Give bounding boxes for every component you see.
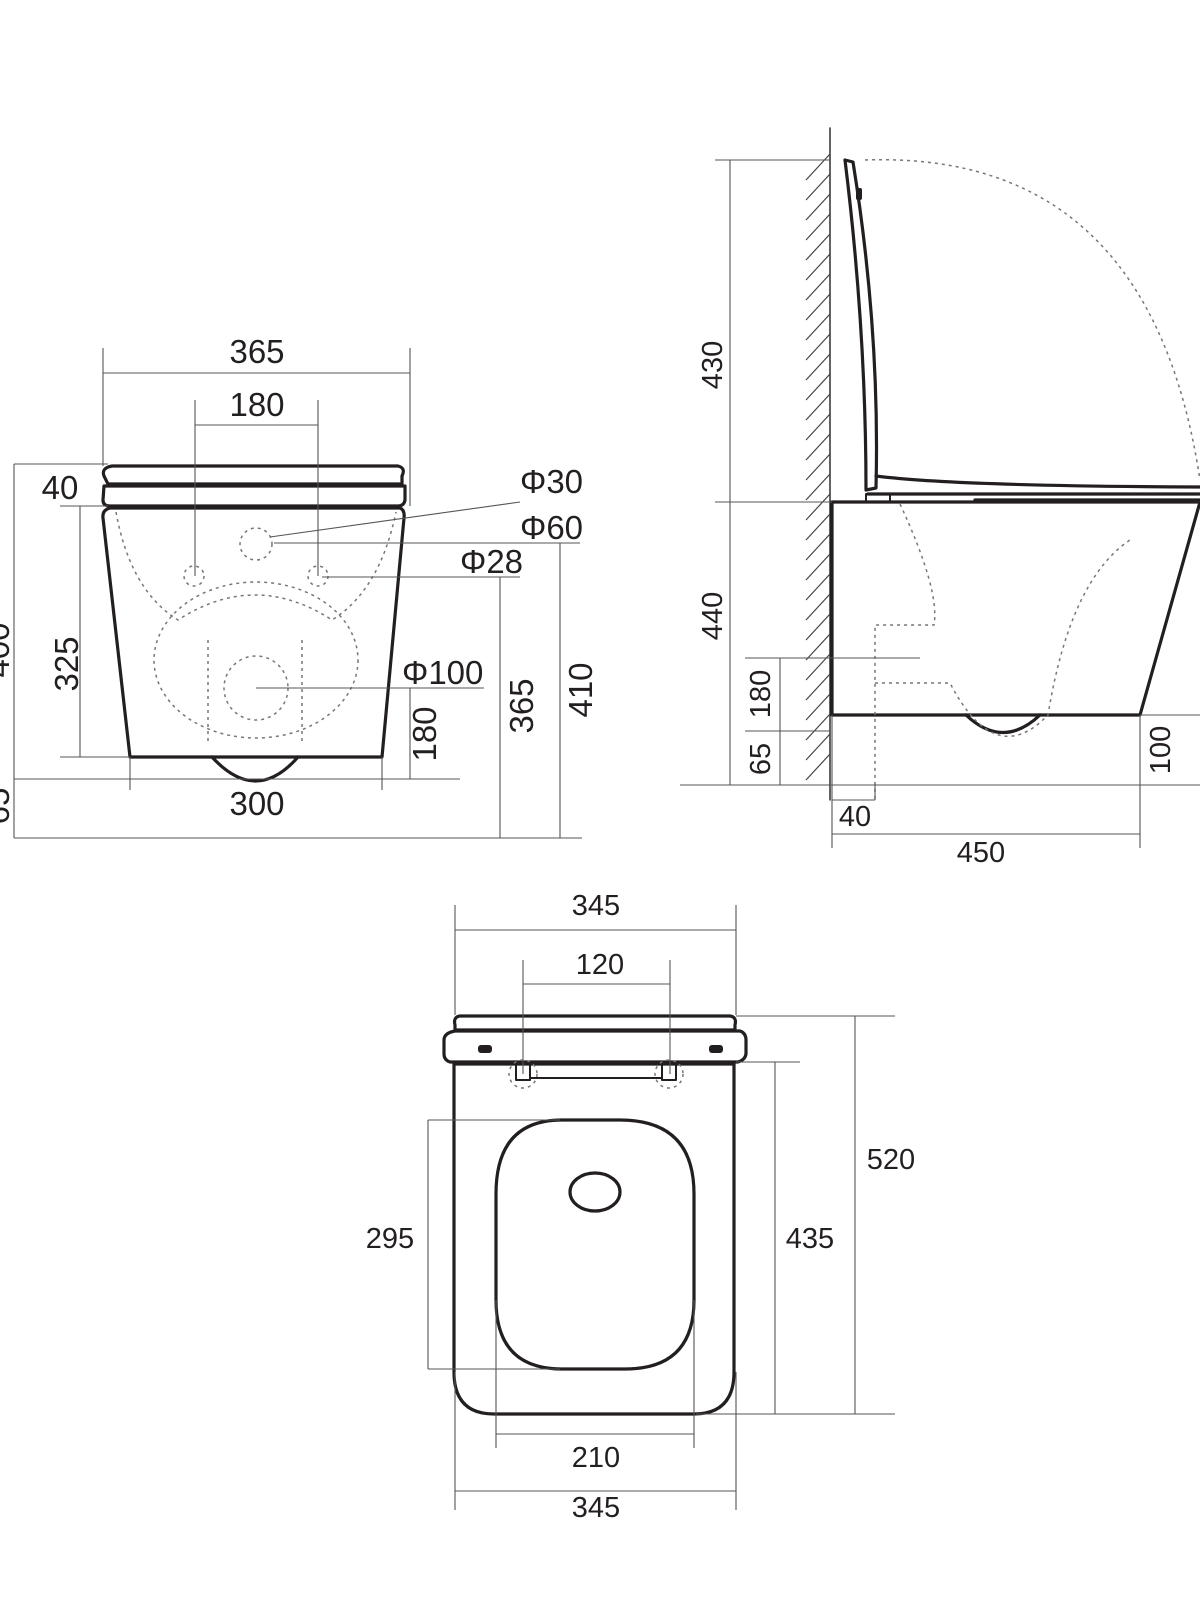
- top-bowl-width-label: 210: [572, 1442, 620, 1474]
- front-inlet-label: Φ30: [520, 463, 583, 500]
- front-rim: [101, 484, 407, 508]
- front-outlet-label: Φ100: [402, 654, 483, 691]
- wall-hatch-line: [805, 493, 831, 521]
- wall-hatch-line: [805, 233, 831, 261]
- side-hidden-trap: [875, 539, 1131, 738]
- wall-hatch-line: [805, 733, 831, 761]
- side-view: 430 440 180 65 100 40 450: [680, 127, 1200, 869]
- top-base-width-label: 345: [572, 1492, 620, 1524]
- side-outlet-height-label: 180: [745, 670, 777, 718]
- front-floor-gap-label: 65: [0, 788, 16, 825]
- side-depth-label: 450: [957, 837, 1005, 869]
- side-front-height-label: 100: [1145, 726, 1177, 774]
- side-hidden-inlet: [874, 503, 936, 800]
- front-rim-label: 40: [42, 469, 79, 506]
- wall-hatch-line: [805, 173, 831, 201]
- side-hinge-dot: [856, 188, 862, 200]
- front-hidden-bowl: [115, 511, 397, 621]
- side-body-height-label: 440: [697, 592, 729, 640]
- wall-hatch-line: [805, 373, 831, 401]
- side-outlet-offset-label: 40: [839, 801, 871, 833]
- wall-hatch-line: [805, 693, 831, 721]
- front-bolt-height-label: 365: [503, 678, 540, 733]
- front-hole-spacing-label: 180: [229, 386, 284, 423]
- front-body-height-label: 325: [48, 636, 85, 691]
- top-total-length-label: 520: [867, 1144, 915, 1176]
- top-hinge-brackets: [515, 1063, 677, 1081]
- side-dimensions: [680, 159, 1200, 848]
- front-seat: [101, 464, 405, 486]
- front-bolt-hole-right: [307, 565, 329, 587]
- wall-hatch-line: [805, 193, 831, 221]
- wall-hatch-line: [805, 293, 831, 321]
- wall-hatch-line: [805, 553, 831, 581]
- side-outlet-bump: [964, 713, 1042, 735]
- wall-hatch-line: [805, 153, 831, 181]
- top-view: 345 120 295 435 520 210 345: [366, 890, 915, 1524]
- wall-hatch-line: [805, 413, 831, 441]
- front-view: 365 180 40 Φ30 Φ60 Φ28 Φ100 300 325 180 …: [0, 333, 599, 839]
- wall-hatch-line: [805, 273, 831, 301]
- wall-hatch-line: [805, 713, 831, 741]
- front-base-width-label: 300: [229, 785, 284, 822]
- top-hinge-left-dot: [478, 1045, 492, 1053]
- front-inlet-height-label: 410: [562, 662, 599, 717]
- top-body-length-label: 435: [786, 1223, 834, 1255]
- top-rear-cover: [452, 1014, 738, 1032]
- wall-hatch-line: [805, 673, 831, 701]
- top-hinge-circle-right: [654, 1059, 684, 1089]
- wall-hatch-line: [805, 593, 831, 621]
- wall-hatch-line: [805, 533, 831, 561]
- wall-hatch-line: [805, 433, 831, 461]
- wall-hatch-line: [805, 393, 831, 421]
- top-hinge-spacing-label: 120: [576, 949, 624, 981]
- wall-hatch-line: [805, 253, 831, 281]
- side-raised-lid: [843, 158, 879, 492]
- front-inlet-outer-label: Φ60: [520, 509, 583, 546]
- front-bolt-hole-left: [183, 565, 205, 587]
- front-bowl-body: [101, 506, 406, 759]
- wall-hatch-line: [805, 573, 831, 601]
- front-width-label: 365: [229, 333, 284, 370]
- side-bowl-body: [830, 500, 1200, 717]
- wall-hatch-line: [805, 453, 831, 481]
- front-inlet-circle: [239, 527, 273, 561]
- top-outlet-hole: [568, 1171, 622, 1213]
- front-outlet-bump: [210, 755, 300, 783]
- wall-hatch-line: [805, 213, 831, 241]
- wall-hatch-line: [805, 753, 831, 781]
- front-total-height-label: 400: [0, 622, 16, 677]
- wall-hatch-line: [805, 473, 831, 501]
- front-bolt-hole-label: Φ28: [460, 543, 523, 580]
- wall-hatch-line: [805, 513, 831, 541]
- wall-hatch-line: [805, 333, 831, 361]
- top-total-width-label: 345: [572, 890, 620, 922]
- front-dimensions: [13, 348, 582, 839]
- side-wall-hatch: [805, 153, 831, 781]
- wall-hatch-line: [805, 633, 831, 661]
- wall-hatch-line: [805, 613, 831, 641]
- front-outlet-height-label: 180: [406, 706, 443, 761]
- wall-hatch-line: [805, 353, 831, 381]
- side-seat-ring: [866, 474, 1200, 502]
- wall-hatch-line: [805, 313, 831, 341]
- top-bowl-length-label: 295: [366, 1223, 414, 1255]
- side-seat-height-label: 430: [697, 341, 729, 389]
- side-lid-arc: [864, 159, 1200, 481]
- side-floor-gap-label: 65: [745, 743, 777, 775]
- top-dimensions: [427, 905, 895, 1510]
- front-hidden-trap: [153, 581, 359, 739]
- top-bowl-opening: [494, 1118, 696, 1371]
- top-hinge-right-dot: [709, 1045, 723, 1053]
